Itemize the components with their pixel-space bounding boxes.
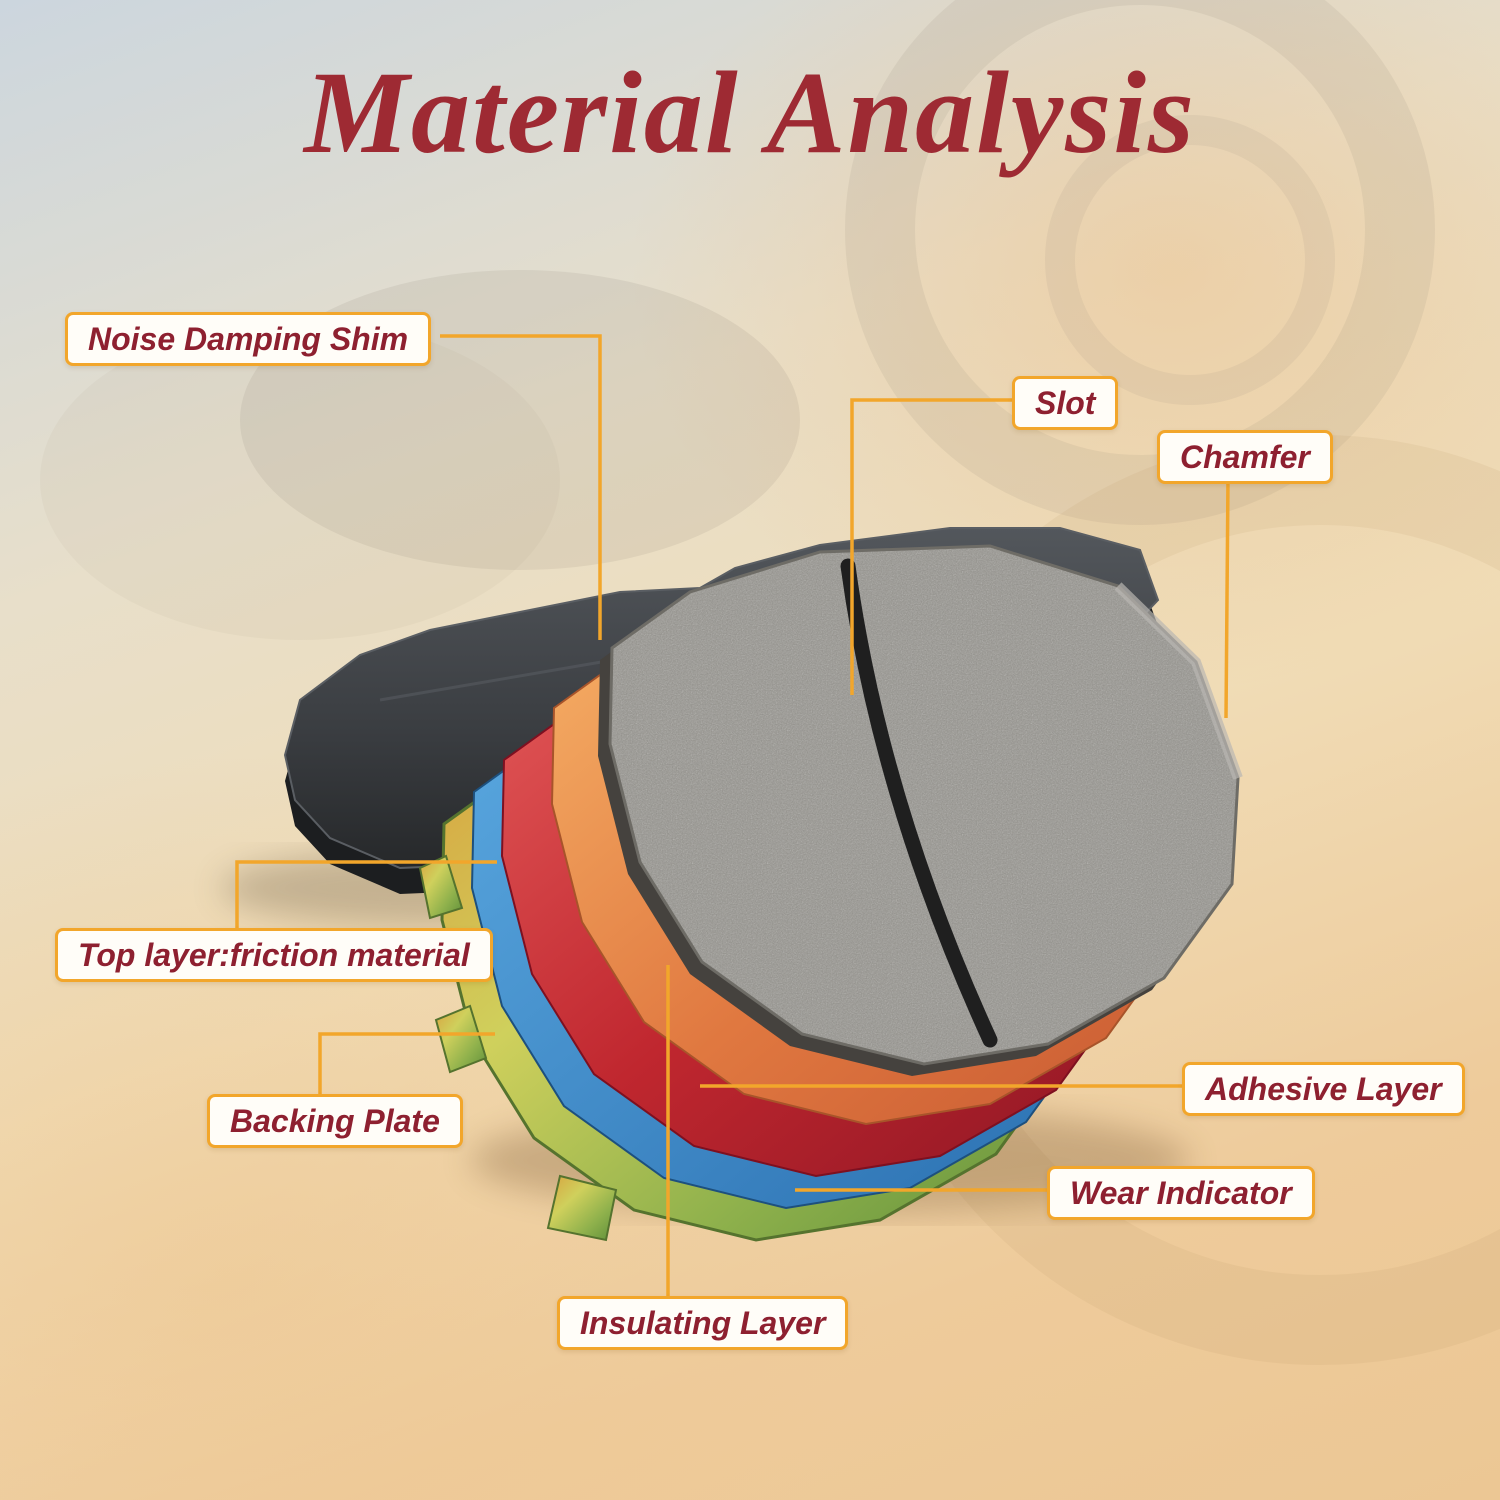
callout-adhesive-layer: Adhesive Layer	[1182, 1062, 1465, 1117]
callout-label: Top layer:friction material	[78, 937, 470, 973]
backing-plate-shape	[418, 720, 1072, 1242]
callout-label: Noise Damping Shim	[88, 321, 409, 357]
leader-noise-damping-shim	[440, 334, 602, 640]
page-title: Material Analysis	[304, 47, 1196, 178]
callout-insulating-layer: Insulating Layer	[557, 1296, 849, 1351]
callout-label: Slot	[1035, 385, 1096, 421]
chamfer-edge	[1114, 582, 1243, 780]
leader-backing-plate	[318, 1032, 495, 1096]
callout-label: Wear Indicator	[1070, 1175, 1292, 1211]
callout-label: Insulating Layer	[580, 1305, 826, 1341]
leader-top-layer	[235, 860, 497, 930]
slot-groove	[840, 558, 998, 1048]
callout-backing-plate: Backing Plate	[207, 1094, 463, 1149]
callout-label: Adhesive Layer	[1205, 1071, 1442, 1107]
front-pad-layer-stack	[418, 544, 1243, 1242]
callout-label: Chamfer	[1180, 439, 1310, 475]
callout-top-layer-friction-material: Top layer:friction material	[55, 928, 493, 983]
callout-wear-indicator: Wear Indicator	[1047, 1166, 1315, 1221]
leader-chamfer	[1224, 477, 1230, 719]
callout-chamfer: Chamfer	[1157, 430, 1333, 485]
callout-label: Backing Plate	[230, 1103, 440, 1139]
leader-slot	[850, 398, 1012, 695]
callout-slot: Slot	[1012, 376, 1119, 431]
callout-noise-damping-shim: Noise Damping Shim	[65, 312, 432, 367]
